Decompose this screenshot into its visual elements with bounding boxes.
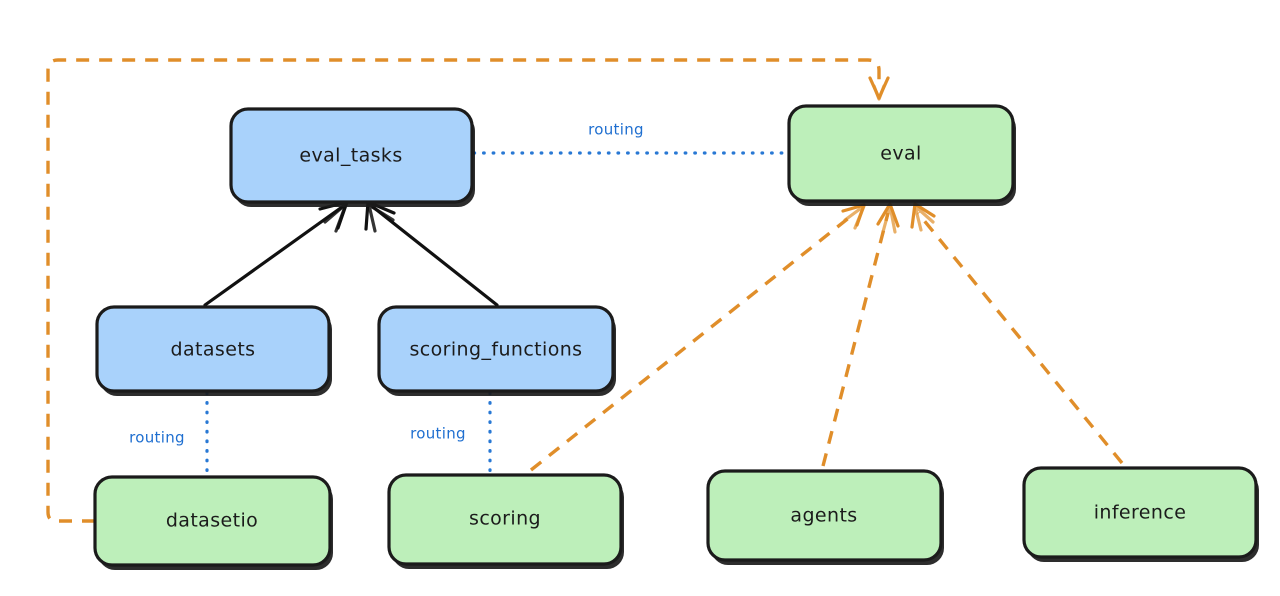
edge-labels-group: routing routing routing: [129, 121, 644, 447]
nodes-group: eval_tasks eval datasets scoring_functio…: [93, 104, 1259, 570]
node-eval[interactable]: eval: [787, 104, 1016, 206]
edge-agents-eval[interactable]: [821, 202, 900, 467]
node-eval_tasks-box: [229, 107, 474, 204]
edge-label-routing-scoring: routing: [410, 425, 466, 443]
node-datasets[interactable]: datasets: [95, 305, 332, 396]
node-scoring_functions-box: [377, 305, 615, 393]
edge-datasets-eval-tasks[interactable]: [203, 200, 349, 307]
edge-scoring-functions-eval-tasks[interactable]: [364, 200, 499, 307]
node-agents-label: agents: [790, 505, 857, 527]
node-eval-box: [787, 104, 1015, 203]
node-scoring-label: scoring: [469, 508, 541, 530]
node-agents[interactable]: agents: [706, 469, 944, 565]
node-datasetio[interactable]: datasetio: [93, 475, 333, 570]
solid-edges-group: [203, 200, 499, 307]
node-datasets-box: [95, 305, 331, 393]
node-scoring-box: [387, 473, 623, 566]
edge-agents-eval-path: [821, 212, 890, 467]
node-inference-label: inference: [1094, 502, 1187, 524]
edge-inference-eval-path: [916, 211, 1124, 465]
node-eval_tasks[interactable]: eval_tasks: [229, 107, 475, 207]
edge-datasetio-eval[interactable]: [46, 58, 890, 523]
edge-datasetio-eval-arrowhead-inner: [872, 84, 886, 101]
edge-inference-eval[interactable]: [910, 202, 1124, 465]
node-scoring[interactable]: scoring: [387, 473, 624, 569]
edge-label-routing-eval: routing: [588, 121, 644, 139]
node-eval_tasks-label: eval_tasks: [299, 145, 402, 167]
edge-scoring-functions-eval-tasks-path: [371, 205, 499, 307]
edge-label-routing-datasetio: routing: [129, 429, 185, 447]
node-agents-box: [706, 469, 943, 562]
node-datasetio-label: datasetio: [166, 510, 258, 532]
node-inference[interactable]: inference: [1022, 466, 1259, 562]
node-eval-label: eval: [880, 143, 921, 165]
routing-edges-group: [205, 151, 789, 477]
edge-datasets-eval-tasks-path: [203, 205, 344, 307]
node-inference-box: [1022, 466, 1258, 559]
node-datasetio-box: [93, 475, 332, 567]
node-datasets-label: datasets: [171, 339, 256, 361]
node-scoring_functions-label: scoring_functions: [410, 339, 583, 361]
node-scoring_functions[interactable]: scoring_functions: [377, 305, 616, 396]
